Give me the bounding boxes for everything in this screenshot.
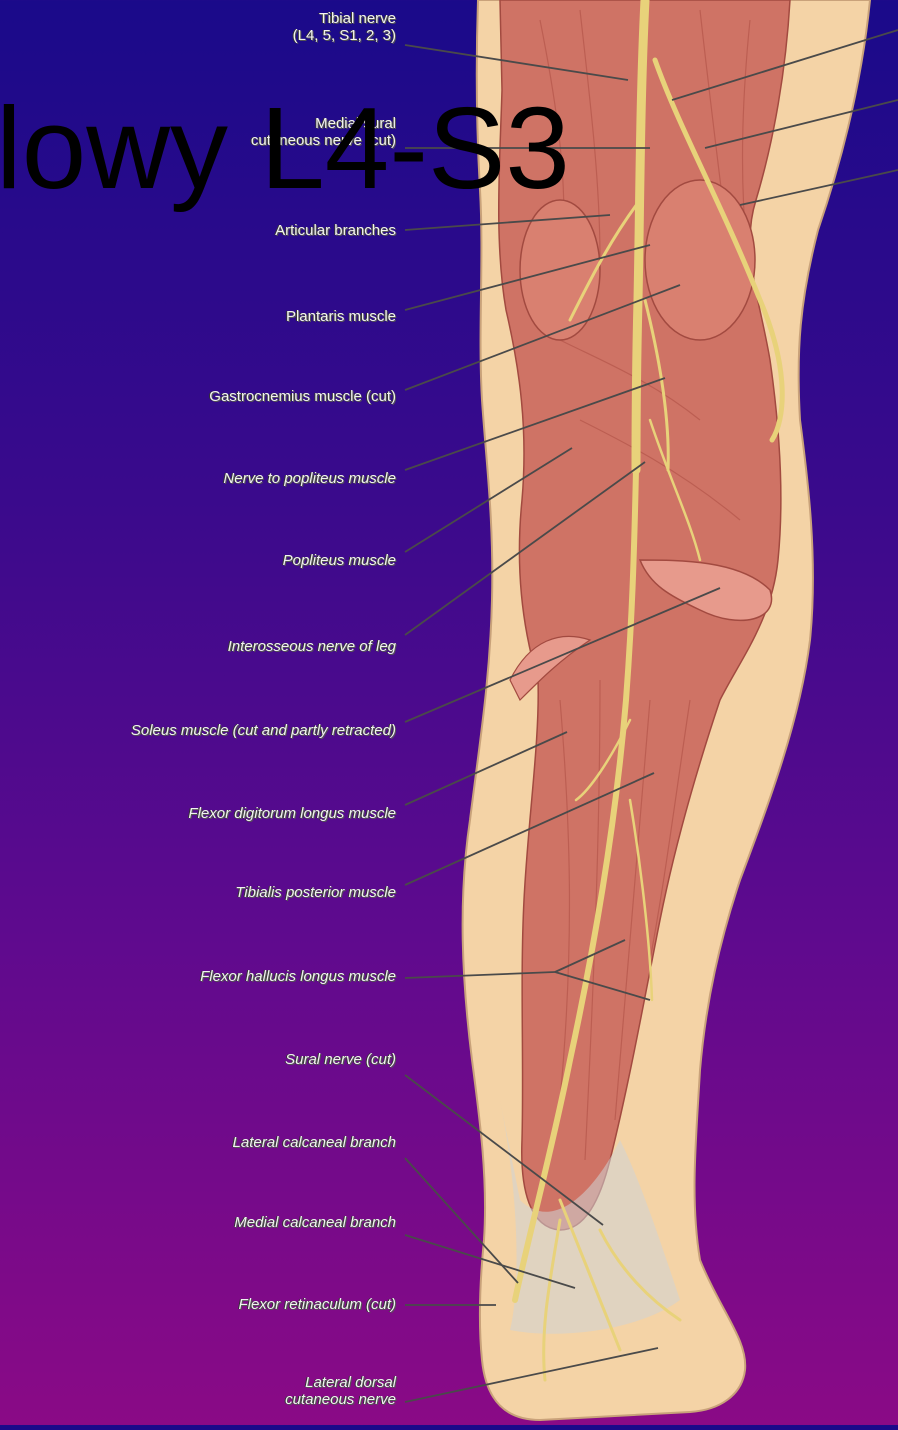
label-lateral-dorsal-cutaneous-nerve: Lateral dorsal cutaneous nerve [285, 1374, 396, 1408]
label-gastrocnemius-muscle: Gastrocnemius muscle (cut) [209, 388, 396, 405]
label-tibial-nerve: Tibial nerve (L4, 5, S1, 2, 3) [293, 10, 396, 44]
overlay-title: lowy L4-S3 [0, 88, 570, 208]
label-flexor-hallucis-longus: Flexor hallucis longus muscle [200, 968, 396, 985]
label-articular-branches: Articular branches [275, 222, 396, 239]
label-medial-calcaneal-branch: Medial calcaneal branch [234, 1214, 396, 1231]
label-sural-nerve: Sural nerve (cut) [285, 1051, 396, 1068]
gastrocnemius-cut-medial [645, 180, 755, 340]
label-flexor-retinaculum: Flexor retinaculum (cut) [238, 1296, 396, 1313]
label-lateral-calcaneal-branch: Lateral calcaneal branch [233, 1134, 396, 1151]
label-nerve-to-popliteus: Nerve to popliteus muscle [223, 470, 396, 487]
label-soleus-muscle: Soleus muscle (cut and partly retracted) [131, 722, 396, 739]
label-interosseous-nerve: Interosseous nerve of leg [228, 638, 396, 655]
label-flexor-digitorum-longus: Flexor digitorum longus muscle [188, 805, 396, 822]
label-plantaris-muscle: Plantaris muscle [286, 308, 396, 325]
label-popliteus-muscle: Popliteus muscle [283, 552, 396, 569]
label-tibialis-posterior: Tibialis posterior muscle [235, 884, 396, 901]
